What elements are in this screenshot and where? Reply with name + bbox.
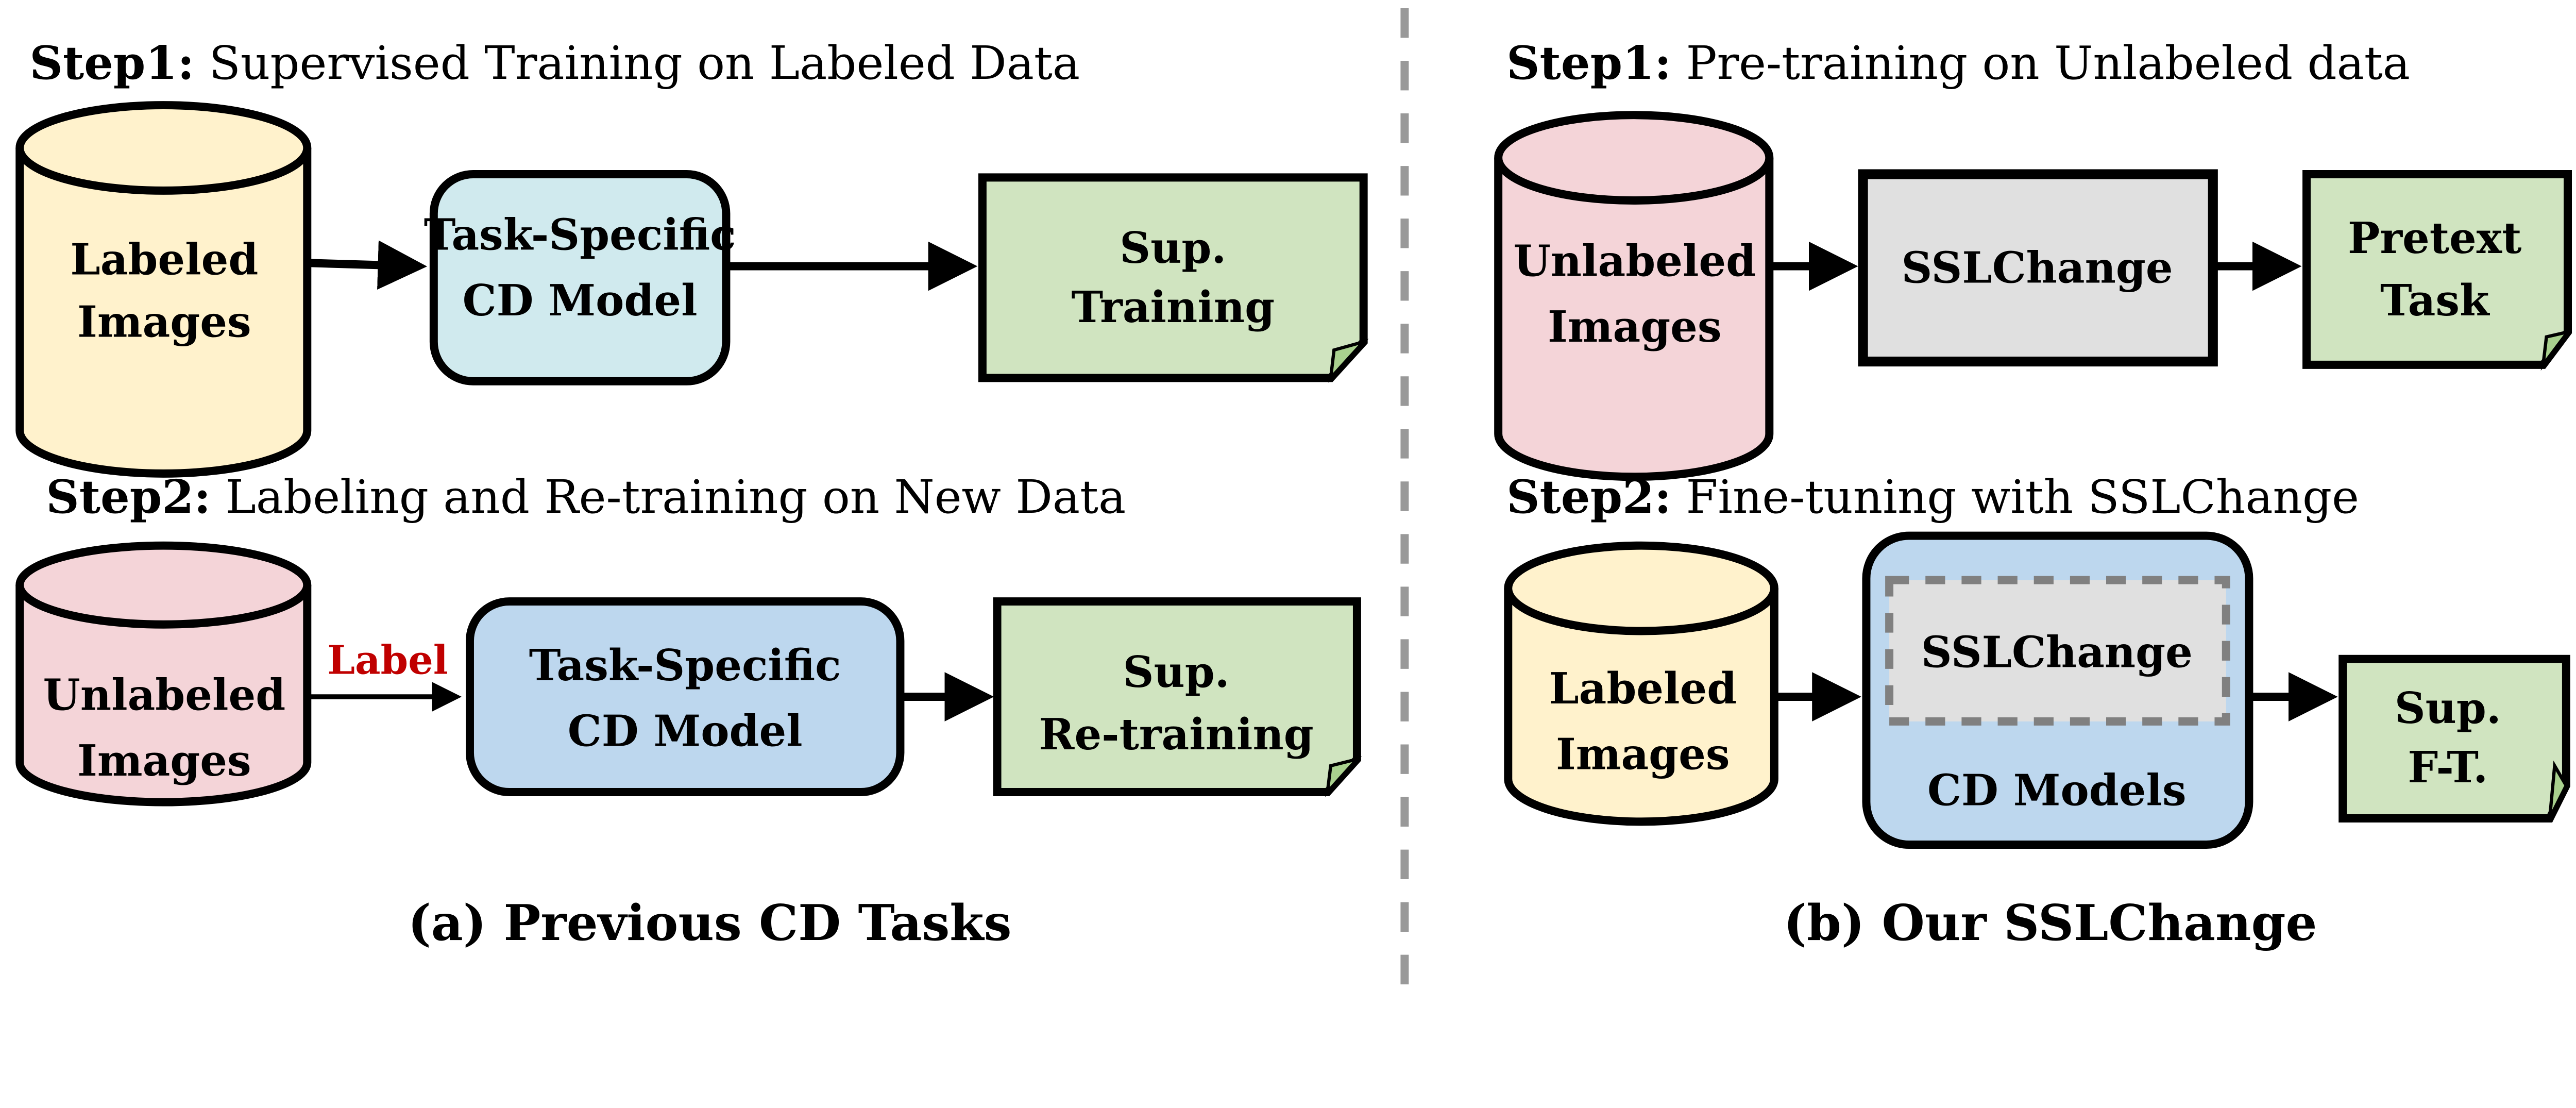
right-step2-note-line2: F-T.	[2408, 742, 2488, 793]
svg-text:Task-Specific: Task-Specific	[529, 640, 841, 691]
right-step2-heading: Step2: Fine-tuning with SSLChange	[1506, 470, 2359, 524]
right-step1-note-line1: Pretext	[2348, 213, 2521, 263]
svg-text:Images: Images	[1556, 729, 1730, 779]
right-step2-note: Sup. F-T.	[2338, 654, 2570, 822]
label-arrow-text: Label	[327, 637, 448, 683]
svg-text:SSLChange: SSLChange	[1921, 627, 2193, 678]
right-step2-note-line1: Sup.	[2395, 683, 2501, 733]
arrow	[307, 240, 428, 290]
svg-text:Images: Images	[1548, 301, 1722, 352]
right-step1-unlabeled-db: Unlabeled Images	[1494, 111, 1774, 481]
left-step1-labeled-db: Labeled Images	[15, 101, 312, 478]
left-step2-heading: Step2: Labeling and Re-training on New D…	[46, 470, 1126, 524]
left-step1-note: Sup. Training	[978, 173, 1369, 383]
right-step2-cd-models: SSLChange CD Models	[1862, 531, 2253, 849]
diagram: Step1: Supervised Training on Labeled Da…	[15, 8, 2572, 986]
svg-text:Sup.: Sup.	[1123, 647, 1230, 697]
svg-text:Sup.: Sup.	[1120, 223, 1226, 273]
svg-text:Task-Specific: Task-Specific	[424, 210, 736, 260]
right-step2-labeled-db: Labeled Images	[1504, 541, 1778, 826]
left-caption: (a) Previous CD Tasks	[408, 894, 1012, 952]
svg-text:Re-training: Re-training	[1039, 709, 1314, 760]
svg-text:Unlabeled: Unlabeled	[43, 670, 286, 720]
left-step1-heading: Step1: Supervised Training on Labeled Da…	[29, 36, 1080, 90]
inner-sslchange-box: SSLChange	[1885, 576, 2230, 726]
right-step1-sslchange: SSLChange	[1858, 169, 2218, 367]
left-step2-unlabeled-db: Unlabeled Images	[15, 541, 312, 807]
svg-text:Images: Images	[77, 297, 251, 347]
right-step1-note-line2: Task	[2380, 275, 2490, 326]
right-caption: (b) Our SSLChange	[1784, 894, 2317, 952]
svg-text:Training: Training	[1072, 282, 1275, 332]
svg-text:SSLChange: SSLChange	[1902, 242, 2173, 293]
left-step2-note: Sup. Re-training	[993, 597, 1362, 797]
svg-text:Labeled: Labeled	[1549, 663, 1737, 714]
svg-text:CD Models: CD Models	[1927, 765, 2187, 815]
svg-text:Images: Images	[77, 735, 251, 786]
left-step2-model: Task-Specific CD Model	[466, 597, 905, 796]
svg-text:Unlabeled: Unlabeled	[1514, 236, 1756, 287]
right-step1-note: Pretext Task	[2302, 170, 2572, 371]
svg-text:Labeled: Labeled	[70, 234, 258, 285]
right-step1-heading: Step1: Pre-training on Unlabeled data	[1506, 36, 2410, 90]
svg-text:CD Model: CD Model	[463, 275, 698, 326]
left-step1-model: Task-Specific CD Model	[424, 170, 736, 385]
svg-text:CD Model: CD Model	[568, 706, 803, 757]
